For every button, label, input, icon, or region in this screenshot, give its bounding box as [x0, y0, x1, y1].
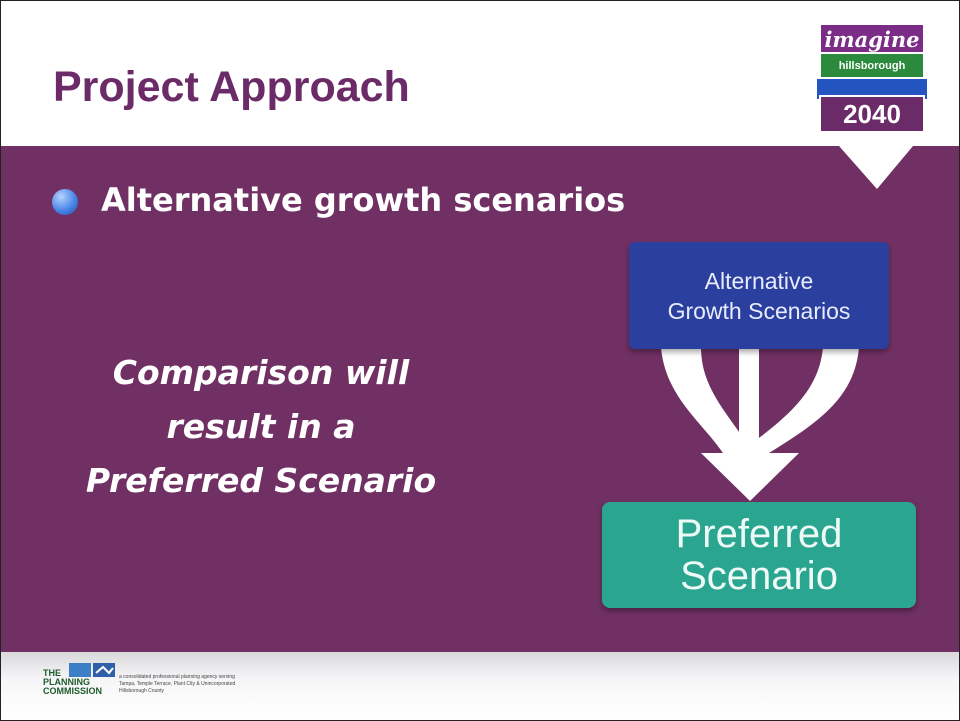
org-line-1: THE	[43, 668, 61, 678]
org-line-2: PLANNING	[43, 677, 90, 687]
comparison-line-2: result in a	[166, 407, 356, 446]
comparison-text: Comparison will result in a Preferred Sc…	[71, 346, 451, 508]
commission-tagline: a consolidated professional planning age…	[119, 674, 236, 694]
comparison-line-3: Preferred Scenario	[85, 461, 437, 500]
logo-hillsborough: hillsborough	[819, 52, 925, 80]
alternative-scenarios-box: Alternative Growth Scenarios	[629, 242, 889, 349]
logo-imagine: imagine	[819, 23, 925, 55]
alt-box-line-2: Growth Scenarios	[667, 297, 851, 324]
comparison-line-1: Comparison will	[112, 353, 410, 392]
logo-2040: 2040	[819, 95, 925, 133]
alt-box-line-1: Alternative	[704, 267, 814, 294]
center-arrow-branch	[739, 347, 759, 456]
merge-arrows	[661, 347, 859, 501]
footer-band	[1, 652, 959, 720]
pref-box-line-1: Preferred	[675, 512, 843, 556]
preferred-scenario-box: Preferred Scenario	[602, 502, 916, 608]
bullet-icon	[52, 189, 78, 215]
bullet-text: Alternative growth scenarios	[101, 181, 626, 219]
commission-icon	[69, 663, 115, 677]
org-line-3: COMMISSION	[43, 686, 103, 696]
arrow-head	[701, 453, 799, 501]
planning-commission-logo: THE PLANNING COMMISSION	[43, 663, 119, 710]
slide-title: Project Approach	[53, 63, 410, 111]
imagine-hillsborough-logo: imagine hillsborough 2040	[805, 23, 939, 133]
pref-box-line-2: Scenario	[680, 554, 838, 598]
right-arrow-branch	[739, 347, 859, 453]
left-arrow-branch	[661, 347, 753, 453]
logo-pointer	[839, 146, 913, 189]
